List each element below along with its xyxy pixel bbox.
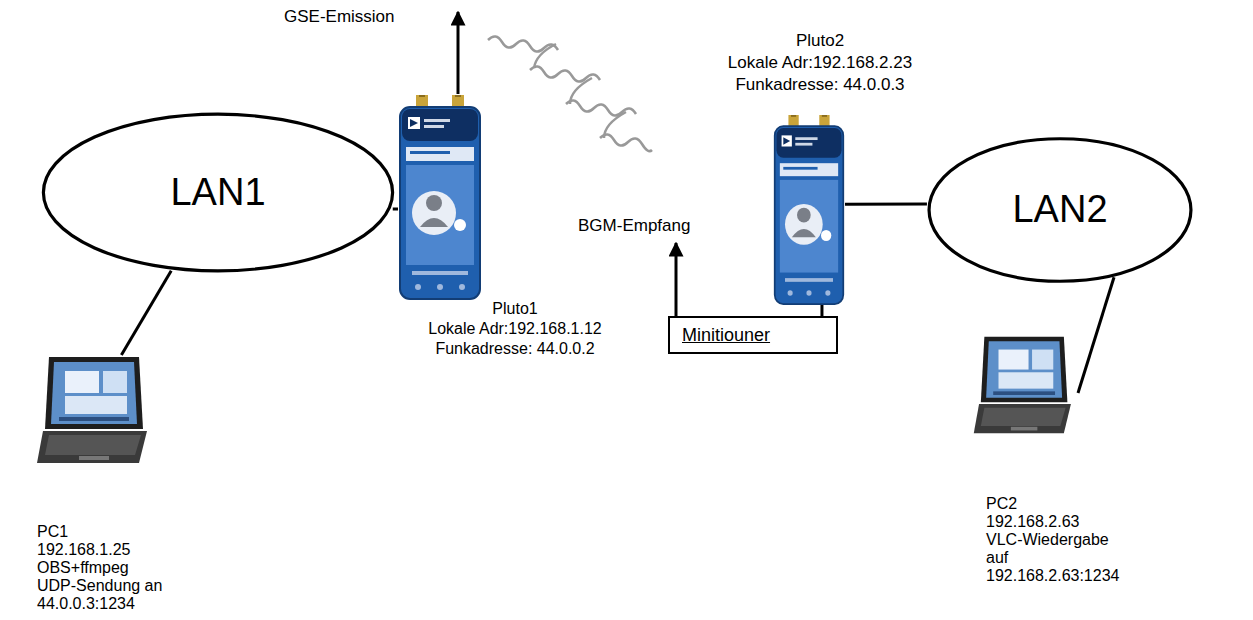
node-title: PC1 xyxy=(37,523,68,541)
node-detail: Funkadresse: 44.0.0.2 xyxy=(435,340,594,358)
node-detail: VLC-Wiedergabe xyxy=(986,531,1109,549)
network-link xyxy=(845,203,927,206)
pluto-sdr: Pluto2Lokale Adr:192.168.2.23Funkadresse… xyxy=(773,115,845,305)
pluto-device xyxy=(398,95,482,300)
lan-cloud: LAN1 xyxy=(38,110,398,275)
node-detail: OBS+ffmpeg xyxy=(37,559,129,577)
radio-wave xyxy=(488,36,652,151)
radio-wave-link xyxy=(534,44,626,138)
computer: PC2192.168.2.63VLC-Wiedergabeauf192.168.… xyxy=(972,335,1078,435)
node-detail: auf xyxy=(986,549,1008,567)
reception-arrow xyxy=(675,243,678,316)
laptop-icon xyxy=(972,335,1078,435)
node-detail: 192.168.1.25 xyxy=(37,541,130,559)
node-title: LAN2 xyxy=(1012,188,1107,232)
network-link xyxy=(393,207,398,210)
node-title: Pluto1 xyxy=(492,300,537,318)
network-link xyxy=(121,271,171,355)
reception-label: BGM-Empfang xyxy=(578,216,690,236)
node-detail: Lokale Adr:192.168.2.23 xyxy=(728,53,912,73)
computer: PC1192.168.1.25OBS+ffmpegUDP-Sendung an4… xyxy=(35,355,155,465)
lan-cloud: LAN2 xyxy=(925,135,1195,285)
emission-arrow xyxy=(457,12,460,94)
node-title: Pluto2 xyxy=(796,31,844,51)
node-detail: 44.0.0.3:1234 xyxy=(37,595,135,613)
laptop-icon xyxy=(35,355,155,465)
node-title: PC2 xyxy=(986,495,1017,513)
network-link xyxy=(1078,277,1114,393)
node-detail: 192.168.2.63 xyxy=(986,513,1079,531)
pluto-device xyxy=(773,115,845,305)
node-title: Minitiouner xyxy=(682,325,770,346)
node-title: LAN1 xyxy=(170,171,265,215)
receiver-box: Minitiouner xyxy=(668,316,838,354)
pluto-sdr: Pluto1Lokale Adr:192.168.1.12Funkadresse… xyxy=(398,95,482,300)
node-detail: Lokale Adr:192.168.1.12 xyxy=(428,320,601,338)
node-detail: UDP-Sendung an xyxy=(37,577,162,595)
network-link xyxy=(820,305,823,316)
node-detail: Funkadresse: 44.0.0.3 xyxy=(735,75,904,95)
emission-label: GSE-Emission xyxy=(284,7,395,27)
node-detail: 192.168.2.63:1234 xyxy=(986,567,1119,585)
